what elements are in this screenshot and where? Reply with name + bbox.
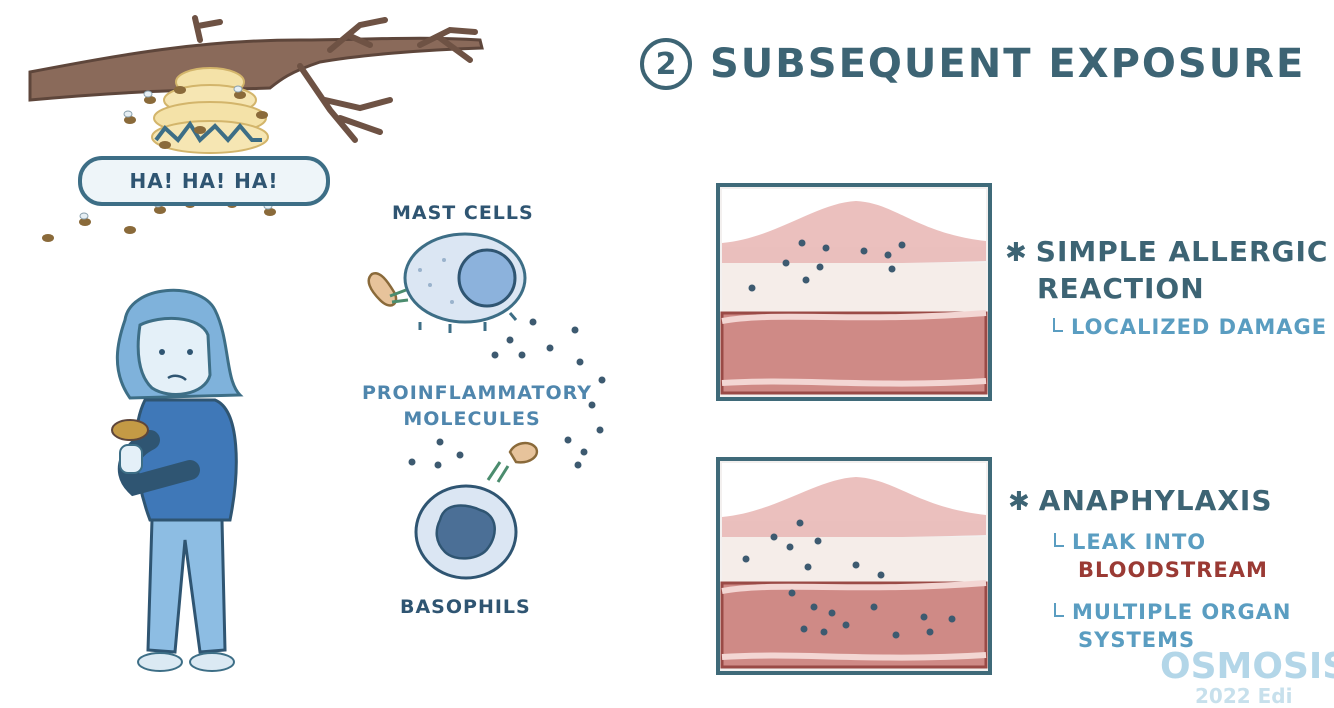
proinflammatory-molecules xyxy=(408,318,606,469)
bloodstream-label: BLOODSTREAM xyxy=(1078,558,1268,582)
section-heading: 2 SUBSEQUENT EXPOSURE xyxy=(640,36,1305,92)
basophils-label: BASOPHILS xyxy=(400,596,531,618)
proinflammatory-label-line2: MOLECULES xyxy=(403,408,541,430)
anaphylaxis-block: ✱ANAPHYLAXIS LEAK INTO BLOODSTREAM MULTI… xyxy=(1008,483,1292,654)
skin-bump xyxy=(722,477,986,538)
basophil xyxy=(414,484,518,580)
osmosis-watermark: OSMOSIS xyxy=(1160,646,1334,687)
mast-cells-label: MAST CELLS xyxy=(392,202,534,224)
allergen-basophil xyxy=(486,441,539,483)
step-number-badge: 2 xyxy=(640,38,692,90)
multiple-organ-label: MULTIPLE ORGAN xyxy=(1072,600,1292,624)
leak-into-label: LEAK INTO xyxy=(1072,530,1207,554)
systems-label: SYSTEMS xyxy=(1078,628,1196,652)
localized-damage-label: LOCALIZED DAMAGE xyxy=(1071,315,1328,339)
asterisk-icon: ✱ xyxy=(1008,487,1031,517)
simple-reaction-block: ✱SIMPLE ALLERGIC REACTION LOCALIZED DAMA… xyxy=(1005,234,1328,341)
branch-icon xyxy=(1053,318,1063,332)
skin-bump xyxy=(722,201,986,264)
anaphylaxis-title: ANAPHYLAXIS xyxy=(1038,484,1273,517)
branch-icon xyxy=(1054,603,1064,617)
branch-icon xyxy=(1054,533,1064,547)
allergen-mast xyxy=(367,271,409,307)
beehive xyxy=(151,67,269,154)
proinflammatory-label: PROINFLAMMATORY MOLECULES xyxy=(362,380,592,432)
tissue-panel-localized xyxy=(716,183,992,401)
tree-branch xyxy=(28,36,484,102)
heading-title: SUBSEQUENT EXPOSURE xyxy=(710,41,1306,87)
proinflammatory-label-line1: PROINFLAMMATORY xyxy=(362,382,592,404)
simple-reaction-title-line1: SIMPLE ALLERGIC xyxy=(1035,235,1329,268)
tree-beehive-illustration xyxy=(28,15,484,242)
simple-reaction-title-line2: REACTION xyxy=(1037,272,1205,305)
tree-twig xyxy=(192,15,478,143)
localized-molecules xyxy=(748,239,906,292)
asterisk-icon: ✱ xyxy=(1005,238,1028,268)
speech-bubble: HA! HA! HA! xyxy=(78,156,330,206)
girl-character xyxy=(111,288,244,672)
tissue-panel-anaphylaxis xyxy=(716,457,992,675)
edition-watermark: 2022 Edi xyxy=(1195,684,1293,708)
mast-cell xyxy=(403,232,527,333)
leaking-molecules xyxy=(742,519,956,639)
immune-cells-illustration xyxy=(367,232,606,580)
